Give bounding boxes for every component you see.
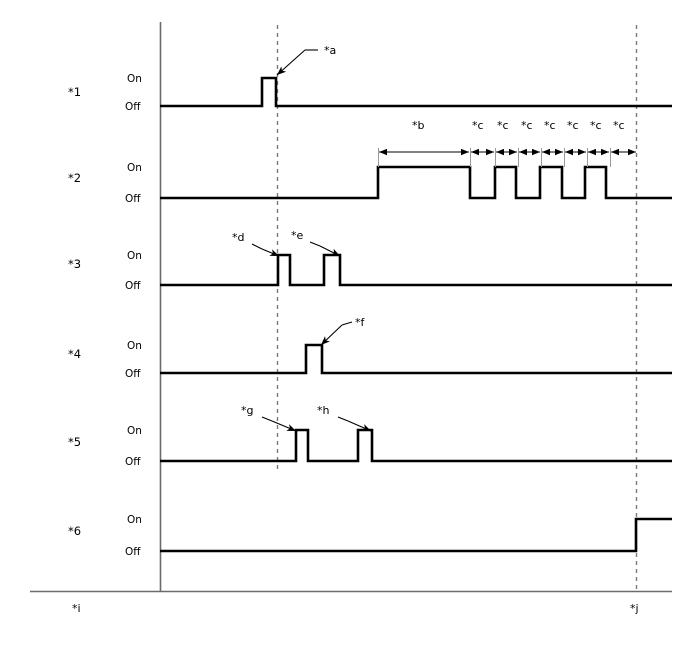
signal-waveform-6 [160,517,672,553]
interval-label-c-6: *c [590,119,602,132]
leader-e-stub [309,241,321,247]
leader-h-stub [337,416,349,422]
state-off-label-5: Off [125,456,141,468]
row-label-4: *4 [68,347,81,361]
signal-waveform-4 [160,343,672,375]
callout-label-e: *e [291,229,304,242]
leader-g-stub [261,416,273,422]
state-on-label-3: On [127,250,142,262]
interval-label-c-7: *c [613,119,625,132]
axis-group [30,22,672,593]
signal-row-5 [160,428,672,463]
callout-labels: *a *d *e *f *g *h [232,44,366,417]
leader-d-stub [251,243,263,250]
signal-waveform-5 [160,428,672,463]
leader-f-arrow [320,324,343,346]
state-on-label-4: On [127,340,142,352]
leader-e-arrow [319,245,341,257]
interval-label-c-2: *c [497,119,509,132]
row-label-3: *3 [68,257,81,271]
interval-guide-ticks [378,148,611,167]
callout-label-f: *f [355,316,366,329]
signal-row-3 [160,253,672,287]
callout-label-a: *a [324,44,336,57]
interval-labels: *b *c *c *c *c *c *c *c [412,119,625,132]
time-marker-group [276,25,638,592]
time-marker-label-j: *j [630,602,639,615]
interval-label-c-3: *c [521,119,533,132]
signal-waveform-3 [160,253,672,287]
signal-row-4 [160,343,672,375]
row-label-2: *2 [68,171,81,185]
state-off-label-3: Off [125,280,141,292]
signal-row-1 [160,76,672,108]
leader-a-arrow [276,49,306,76]
time-axis-marker-labels: *i *j [72,602,639,615]
state-on-label-2: On [127,162,142,174]
state-off-label-6: Off [125,546,141,558]
leader-h-arrow [347,420,372,432]
leader-d-arrow [261,248,280,257]
signal-row-6 [160,517,672,553]
callout-label-d: *d [232,231,244,244]
state-on-label-6: On [127,514,142,526]
row-label-1: *1 [68,85,81,99]
signal-waveform-2 [160,165,672,200]
interval-label-c-1: *c [472,119,484,132]
leader-f-stub [341,321,353,326]
signal-waveform-1 [160,76,672,108]
callout-label-h: *h [317,404,330,417]
row-label-5: *5 [68,435,81,449]
state-on-label-1: On [127,73,142,85]
interval-label-c-5: *c [567,119,579,132]
state-on-label-5: On [127,425,142,437]
interval-label-b: *b [412,119,425,132]
callout-leaders [251,49,372,432]
signal-row-2 [160,148,672,200]
callout-label-g: *g [241,404,253,417]
leader-g-arrow [271,420,297,432]
row-name-labels: *1 *2 *3 *4 *5 *6 [68,85,81,538]
state-labels: On Off On Off On Off On Off On Off On Of… [125,73,142,558]
state-off-label-1: Off [125,101,141,113]
state-off-label-2: Off [125,193,141,205]
row-label-6: *6 [68,524,81,538]
state-off-label-4: Off [125,368,141,380]
interval-label-c-4: *c [544,119,556,132]
time-marker-label-i: *i [72,602,81,615]
